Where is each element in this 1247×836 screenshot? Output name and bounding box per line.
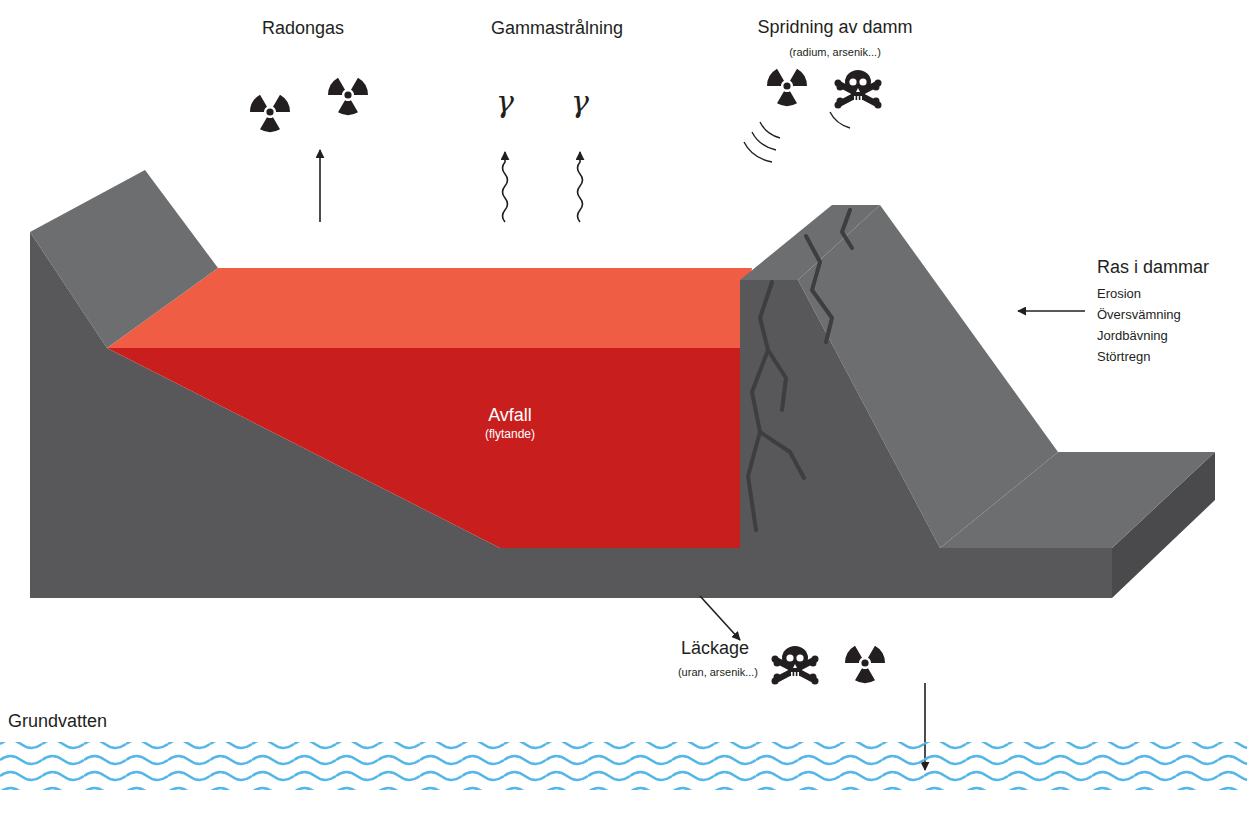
wind-arcs bbox=[744, 112, 850, 162]
waste-outline bbox=[107, 348, 740, 548]
annotation-label: Jordbävning bbox=[1097, 329, 1168, 344]
annotation-label: Översvämning bbox=[1097, 308, 1181, 323]
svg-text:γ: γ bbox=[571, 84, 589, 119]
annotation-label: Grundvatten bbox=[8, 711, 107, 732]
annotation-label: Läckage bbox=[681, 638, 749, 659]
failure-arrow bbox=[1018, 310, 1085, 312]
skull-symbol bbox=[772, 646, 819, 685]
waste-label-group: Avfall(flytande) bbox=[485, 405, 535, 441]
gamma-symbol: γ γ bbox=[496, 84, 589, 119]
groundwater-waves bbox=[0, 742, 1247, 790]
radiation-symbol bbox=[843, 644, 888, 683]
leak-arrow bbox=[700, 596, 740, 640]
svg-text:γ: γ bbox=[496, 84, 514, 119]
radiation-symbol bbox=[248, 93, 293, 132]
annotation-label: Ras i dammar bbox=[1097, 257, 1209, 278]
annotation-label: (uran, arsenik...) bbox=[678, 666, 758, 679]
waste-surface bbox=[107, 268, 752, 348]
radon-arrow bbox=[319, 150, 321, 222]
gamma-arrow bbox=[503, 152, 583, 222]
skull-symbol bbox=[835, 70, 882, 109]
waste-title: Avfall bbox=[485, 405, 535, 427]
radiation-symbol bbox=[326, 76, 371, 115]
dam-front bbox=[30, 232, 1112, 598]
waste-subtitle: (flytande) bbox=[485, 427, 535, 441]
radiation-symbol bbox=[765, 67, 810, 106]
annotation-label: Erosion bbox=[1097, 287, 1141, 302]
annotation-label: Radongas bbox=[262, 18, 344, 39]
annotation-label: (radium, arsenik...) bbox=[789, 46, 881, 59]
dam-crack bbox=[748, 210, 852, 530]
waste-front bbox=[107, 348, 740, 548]
annotation-label: Gammastrålning bbox=[491, 18, 623, 39]
annotation-label: Störtregn bbox=[1097, 350, 1150, 365]
annotation-label: Spridning av damm bbox=[757, 17, 912, 38]
waste-pond: Avfall(flytande) bbox=[107, 348, 740, 548]
